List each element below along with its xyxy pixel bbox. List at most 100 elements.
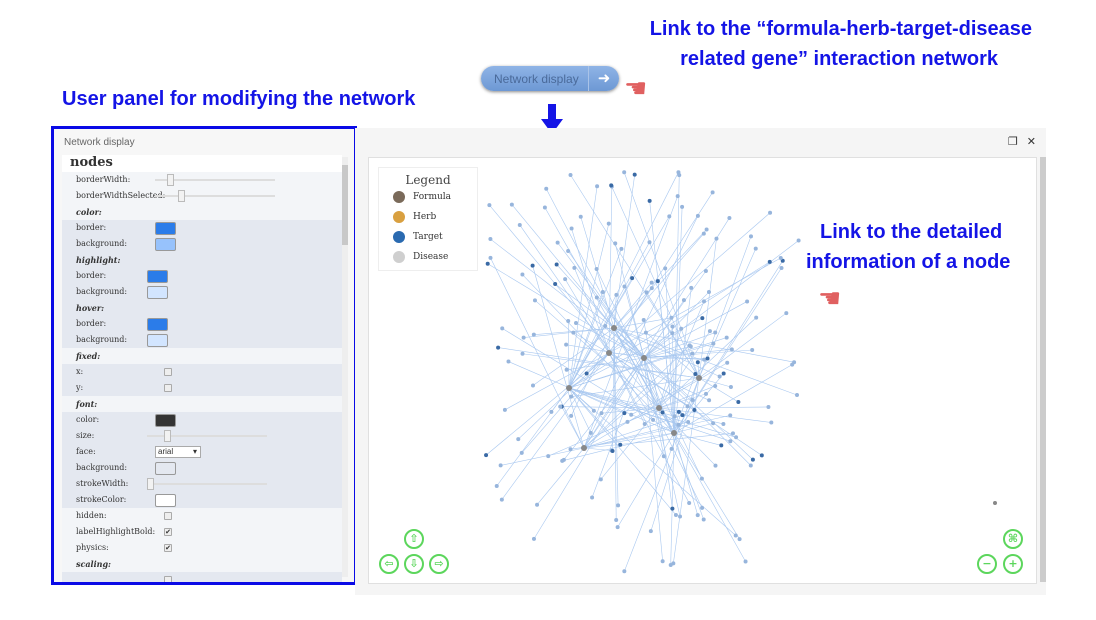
color-swatch[interactable] <box>147 318 168 331</box>
network-node[interactable] <box>574 321 579 326</box>
zoom-in-button[interactable]: + <box>1003 554 1023 574</box>
network-node[interactable] <box>499 497 504 502</box>
color-swatch[interactable] <box>155 222 176 235</box>
network-node[interactable] <box>669 446 674 451</box>
network-node[interactable] <box>672 414 677 419</box>
network-node[interactable] <box>714 236 719 241</box>
network-node[interactable] <box>642 421 647 426</box>
network-node[interactable] <box>578 214 583 219</box>
network-node[interactable] <box>517 222 522 227</box>
fit-view-button[interactable]: ⌘ <box>1003 529 1023 549</box>
network-hub-node[interactable] <box>611 325 617 331</box>
network-node[interactable] <box>569 413 574 418</box>
network-node[interactable] <box>584 371 589 376</box>
network-node[interactable] <box>695 513 700 518</box>
restore-icon[interactable]: ❐ <box>1007 136 1018 148</box>
network-node[interactable] <box>568 447 573 452</box>
network-node[interactable] <box>660 410 665 415</box>
network-node[interactable] <box>707 398 712 403</box>
network-node[interactable] <box>520 272 525 277</box>
network-node[interactable] <box>595 184 600 189</box>
network-node[interactable] <box>558 404 563 409</box>
network-node[interactable] <box>546 454 551 459</box>
network-node[interactable] <box>687 501 692 506</box>
network-hub-node[interactable] <box>581 445 587 451</box>
network-node[interactable] <box>622 284 627 289</box>
network-node[interactable] <box>750 457 755 462</box>
close-icon[interactable]: ✕ <box>1026 136 1036 148</box>
network-scrollbar[interactable] <box>1040 157 1046 582</box>
network-node[interactable] <box>516 437 521 442</box>
network-node[interactable] <box>531 536 536 541</box>
network-node[interactable] <box>564 367 569 372</box>
network-node[interactable] <box>506 359 511 364</box>
network-node[interactable] <box>532 298 537 303</box>
network-node[interactable] <box>728 439 733 444</box>
network-node[interactable] <box>676 422 681 427</box>
network-node[interactable] <box>690 351 695 356</box>
network-node[interactable] <box>688 344 693 349</box>
network-node[interactable] <box>713 330 718 335</box>
color-swatch[interactable] <box>147 286 168 299</box>
network-node[interactable] <box>729 347 734 352</box>
network-node[interactable] <box>680 204 685 209</box>
network-node[interactable] <box>670 331 675 336</box>
network-node[interactable] <box>569 394 574 399</box>
network-node[interactable] <box>655 279 660 284</box>
network-node[interactable] <box>719 443 724 448</box>
network-node[interactable] <box>680 413 685 418</box>
color-swatch[interactable] <box>155 414 176 427</box>
network-node[interactable] <box>561 457 566 462</box>
network-node[interactable] <box>609 183 614 188</box>
network-node[interactable] <box>713 463 718 468</box>
network-hub-node[interactable] <box>566 385 572 391</box>
network-node[interactable] <box>651 417 656 422</box>
network-node[interactable] <box>485 261 490 266</box>
network-node[interactable] <box>588 430 593 435</box>
network-node[interactable] <box>679 326 684 331</box>
network-node[interactable] <box>530 263 535 268</box>
network-node[interactable] <box>748 463 753 468</box>
network-node[interactable] <box>600 290 605 295</box>
network-hub-node[interactable] <box>696 375 702 381</box>
network-node[interactable] <box>622 569 627 574</box>
network-node[interactable] <box>643 330 648 335</box>
network-node[interactable] <box>707 329 712 334</box>
network-node[interactable] <box>728 384 733 389</box>
network-node[interactable] <box>622 170 627 175</box>
network-node[interactable] <box>502 407 507 412</box>
network-node[interactable] <box>630 276 635 281</box>
network-node[interactable] <box>717 374 722 379</box>
network-node[interactable] <box>616 503 621 508</box>
network-node[interactable] <box>673 512 678 517</box>
network-node[interactable] <box>572 265 577 270</box>
network-node[interactable] <box>745 299 750 304</box>
network-node[interactable] <box>554 262 559 267</box>
color-swatch[interactable] <box>155 494 176 507</box>
network-node[interactable] <box>519 450 524 455</box>
network-node[interactable] <box>629 412 634 417</box>
network-node[interactable] <box>678 514 683 519</box>
network-node[interactable] <box>725 360 730 365</box>
network-node[interactable] <box>661 454 666 459</box>
network-node[interactable] <box>686 420 691 425</box>
network-node[interactable] <box>702 299 707 304</box>
network-node[interactable] <box>676 409 681 414</box>
network-node[interactable] <box>610 448 615 453</box>
network-node[interactable] <box>531 332 536 337</box>
network-node[interactable] <box>728 413 733 418</box>
pan-up-button[interactable]: ⇧ <box>404 529 424 549</box>
network-node[interactable] <box>693 372 698 377</box>
network-node[interactable] <box>606 221 611 226</box>
network-node[interactable] <box>599 411 604 416</box>
network-node[interactable] <box>701 517 706 522</box>
color-swatch[interactable] <box>147 334 168 347</box>
network-node[interactable] <box>779 265 784 270</box>
network-node[interactable] <box>721 371 726 376</box>
network-node[interactable] <box>670 506 675 511</box>
network-node[interactable] <box>496 345 501 350</box>
network-hub-node[interactable] <box>606 350 612 356</box>
network-node[interactable] <box>625 419 630 424</box>
network-node[interactable] <box>594 267 599 272</box>
